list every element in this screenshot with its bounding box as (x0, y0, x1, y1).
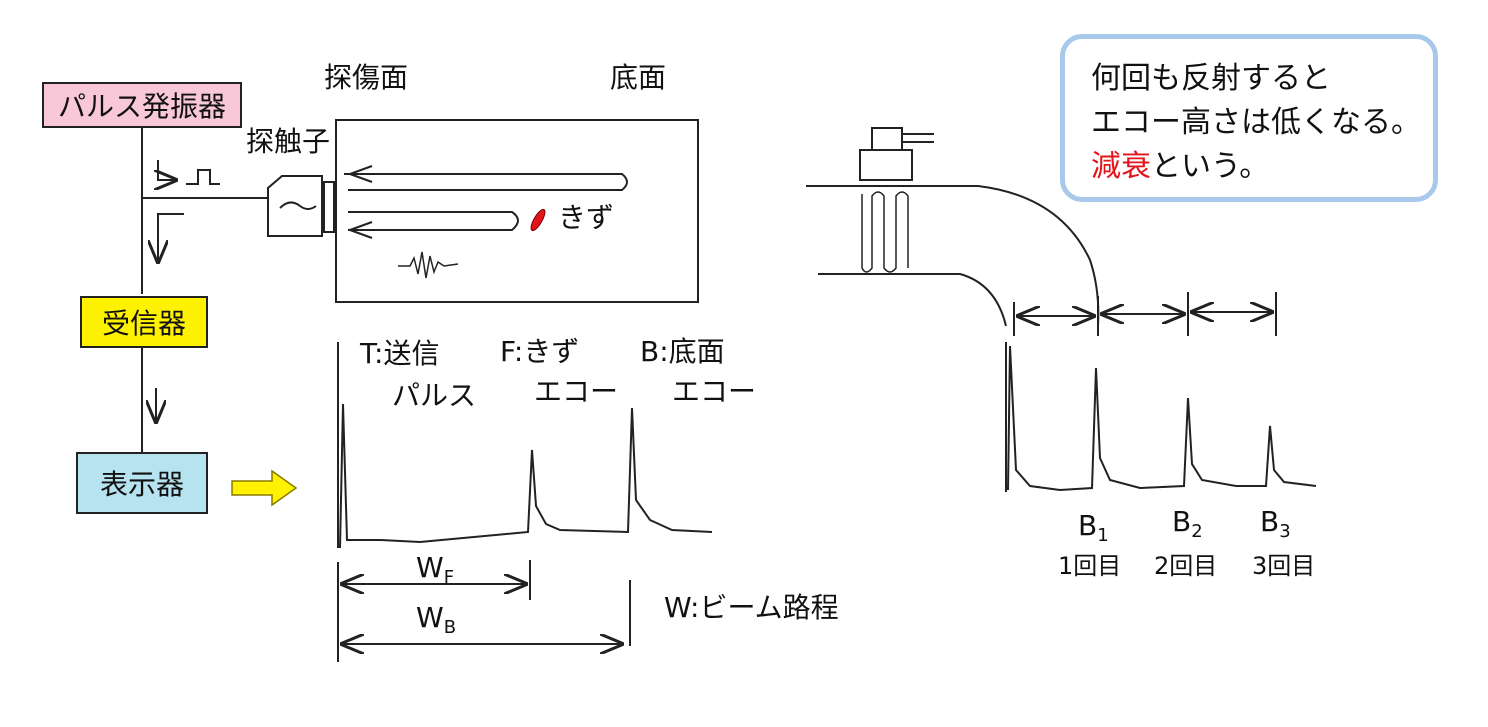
b2-sub: 2 (1191, 521, 1203, 542)
b2-label: B2 (1172, 508, 1203, 541)
b1-sub: 1 (1097, 525, 1109, 546)
a-scope-waveform (337, 342, 713, 549)
b3-main: B (1260, 505, 1280, 538)
pulse-generator-box: パルス発振器 (42, 82, 242, 128)
flaw-echo-label-2: エコー (534, 375, 619, 408)
bent-plate (806, 185, 1100, 327)
display-box: 表示器 (76, 452, 208, 514)
bent-plate-probe (859, 127, 934, 181)
callout-line-3-rest: という。 (1151, 149, 1270, 184)
attenuation-callout: 何回も反射すると エコー高さは低くなる。 減衰という。 (1060, 34, 1438, 202)
b1-label: B1 (1078, 512, 1109, 545)
attenuation-term: 減衰 (1091, 149, 1151, 184)
callout-line-1: 何回も反射すると (1091, 61, 1331, 96)
wf-sub: F (443, 567, 455, 588)
multi-echo-waveform (1005, 342, 1317, 492)
wb-sub: B (443, 617, 457, 638)
display-label: 表示器 (99, 468, 184, 501)
probe-label: 探触子 (246, 125, 331, 158)
b1-main: B (1078, 509, 1098, 542)
multiple-reflection-path (861, 191, 909, 273)
signal-path (141, 126, 268, 452)
receiver-label: 受信器 (101, 307, 186, 340)
receiver-box: 受信器 (80, 296, 208, 348)
second-count-label: 2回目 (1154, 552, 1218, 580)
b2-main: B (1172, 505, 1192, 538)
first-count-label: 1回目 (1058, 552, 1122, 580)
scan-surface-label: 探傷面 (324, 61, 409, 94)
probe (267, 175, 335, 237)
callout-line-3: 減衰という。 (1091, 145, 1433, 189)
flaw-echo-label: F:きず (500, 335, 580, 368)
back-echo-label-2: エコー (672, 375, 757, 408)
receive-arrow (158, 213, 184, 262)
callout-line-2: エコー高さは低くなる。 (1091, 105, 1421, 140)
third-count-label: 3回目 (1252, 552, 1316, 580)
wb-label: WB (416, 604, 456, 637)
specimen-block (335, 119, 699, 303)
back-echo-label: B:底面 (640, 335, 725, 368)
beam-path-legend: W:ビーム路程 (664, 591, 839, 624)
b3-sub: 3 (1279, 521, 1291, 542)
flaw-mark (530, 208, 546, 232)
wf-label: WF (416, 554, 454, 587)
transmit-pulse-label: T:送信 (360, 337, 440, 370)
to-display-arrow (231, 469, 298, 507)
wf-main: W (416, 551, 444, 584)
pulse-generator-label: パルス発振器 (57, 90, 226, 123)
wave-squiggle (398, 251, 459, 279)
beam-path-arrows (337, 560, 631, 662)
transmit-pulse-label-2: パルス (392, 379, 477, 412)
pulse-signal-arrow (158, 160, 220, 184)
echo-interval-arrows (1013, 292, 1277, 336)
back-surface-label: 底面 (610, 61, 667, 94)
ultrasonic-beam (344, 165, 628, 239)
wb-main: W (416, 601, 444, 634)
flaw-label: きず (558, 201, 615, 234)
b3-label: B3 (1260, 508, 1291, 541)
